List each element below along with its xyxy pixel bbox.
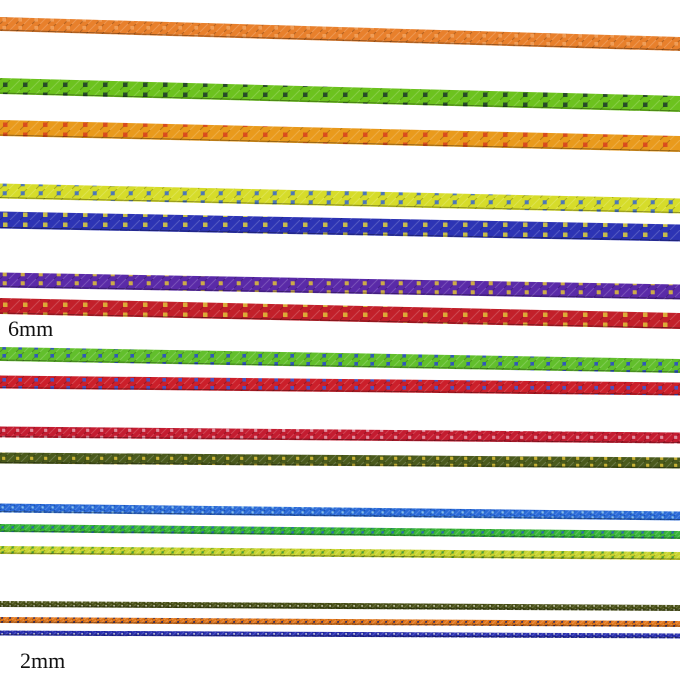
cord-shadow-edge bbox=[0, 227, 680, 241]
cord-shadow-edge bbox=[0, 634, 680, 638]
cord-1 bbox=[0, 17, 680, 51]
cord-17 bbox=[0, 630, 680, 639]
cord-shadow-edge bbox=[0, 312, 680, 329]
cord-shadow-edge bbox=[0, 621, 680, 627]
cord-shadow-edge bbox=[0, 286, 680, 299]
cord-13 bbox=[0, 524, 680, 539]
cord-7 bbox=[0, 298, 680, 329]
cord-shadow-edge bbox=[0, 92, 680, 112]
cord-shadow-edge bbox=[0, 197, 680, 213]
cord-shadow-edge bbox=[0, 387, 680, 395]
cord-shadow-edge bbox=[0, 552, 680, 560]
cord-shadow-edge bbox=[0, 530, 680, 539]
cord-4 bbox=[0, 183, 680, 214]
cord-16 bbox=[0, 617, 680, 627]
cord-shadow-edge bbox=[0, 436, 680, 443]
cord-2 bbox=[0, 78, 680, 112]
cord-3 bbox=[0, 120, 680, 152]
cord-15 bbox=[0, 601, 680, 611]
cord-12 bbox=[0, 503, 680, 521]
size-label-6mm: 6mm bbox=[8, 316, 54, 341]
cord-shadow-edge bbox=[0, 511, 680, 520]
cord-14 bbox=[0, 546, 680, 560]
cord-8 bbox=[0, 347, 680, 373]
cord-shadow-edge bbox=[0, 462, 680, 468]
size-label-2mm: 2mm bbox=[20, 648, 66, 673]
cord-shadow-edge bbox=[0, 359, 680, 373]
cord-9 bbox=[0, 375, 680, 396]
cord-11 bbox=[0, 452, 680, 469]
cord-5 bbox=[0, 211, 680, 242]
cord-10 bbox=[0, 426, 680, 444]
cord-6 bbox=[0, 272, 680, 300]
cord-layer bbox=[0, 17, 680, 639]
cord-shadow-edge bbox=[0, 134, 680, 152]
cord-shadow-edge bbox=[0, 29, 680, 51]
cord-shadow-edge bbox=[0, 605, 680, 611]
